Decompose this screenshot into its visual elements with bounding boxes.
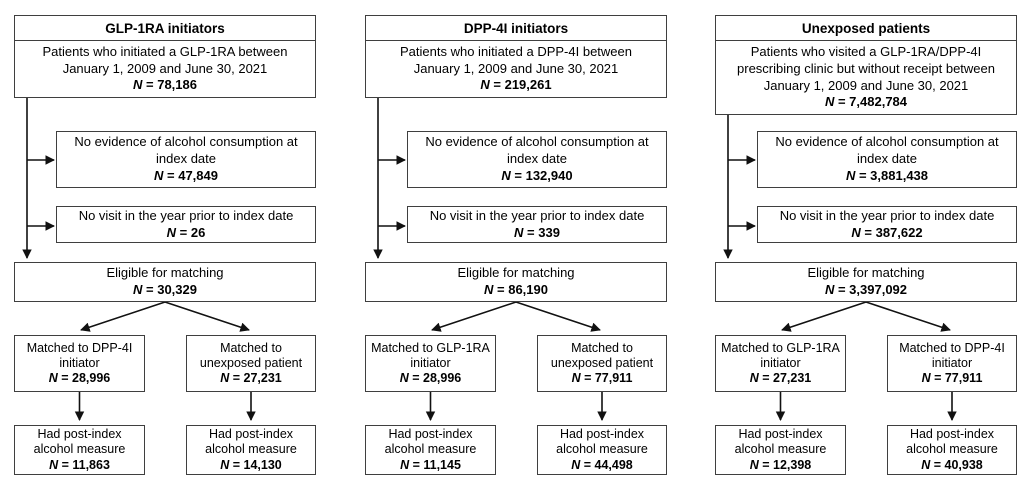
cohort-n: N = 78,186 xyxy=(133,77,197,93)
eligible-box: Eligible for matching N = 3,397,092 xyxy=(715,262,1017,302)
split-right-arrow xyxy=(164,301,250,332)
exclusion-n: N = 3,881,438 xyxy=(845,167,929,183)
matched-text: Matched to DPP-4I initiator xyxy=(899,340,1005,370)
post-index-n: N = 40,938 xyxy=(921,457,983,472)
matched-text: Matched to GLP-1RA initiator xyxy=(721,340,840,370)
flow-column-dpp4i: DPP-4I initiators Patients who initiated… xyxy=(365,0,667,484)
exclusion-n: N = 132,940 xyxy=(501,167,573,183)
exclusion-text: No visit in the year prior to index date xyxy=(429,207,645,223)
matched-text: Matched to GLP-1RA initiator xyxy=(371,340,490,370)
post-index-box-right: Had post-index alcohol measure N = 40,93… xyxy=(887,425,1017,475)
post-index-box-left: Had post-index alcohol measure N = 11,86… xyxy=(14,425,145,475)
post-index-n: N = 11,145 xyxy=(400,457,461,472)
post-index-text: Had post-index alcohol measure xyxy=(33,427,126,457)
exclusion-text: No evidence of alcohol consumption at in… xyxy=(775,134,999,167)
eligible-text: Eligible for matching xyxy=(807,265,925,281)
post-index-n: N = 11,863 xyxy=(49,457,110,472)
post-index-box-left: Had post-index alcohol measure N = 12,39… xyxy=(715,425,846,475)
cohort-top-box: Unexposed patients Patients who visited … xyxy=(715,15,1017,115)
matched-text: Matched to unexposed patient xyxy=(199,340,303,370)
flow-column-glp1ra: GLP-1RA initiators Patients who initiate… xyxy=(14,0,316,484)
post-index-text: Had post-index alcohol measure xyxy=(384,427,477,457)
flow-column-unexposed: Unexposed patients Patients who visited … xyxy=(715,0,1017,484)
matched-box-right: Matched to DPP-4I initiator N = 77,911 xyxy=(887,335,1017,392)
split-right-arrow xyxy=(515,301,601,332)
cohort-description: Patients who visited a GLP-1RA/DPP-4I pr… xyxy=(737,43,995,93)
exclusion-box-alcohol: No evidence of alcohol consumption at in… xyxy=(56,131,316,188)
exclusion-box-no-visit: No visit in the year prior to index date… xyxy=(407,206,667,243)
cohort-title: DPP-4I initiators xyxy=(366,16,666,41)
post-index-box-right: Had post-index alcohol measure N = 44,49… xyxy=(537,425,667,475)
exclusion-n: N = 387,622 xyxy=(851,224,923,240)
matched-box-left: Matched to GLP-1RA initiator N = 27,231 xyxy=(715,335,846,392)
cohort-description: Patients who initiated a DPP-4I between … xyxy=(400,43,632,76)
exclusion-box-alcohol: No evidence of alcohol consumption at in… xyxy=(407,131,667,188)
matched-text: Matched to DPP-4I initiator xyxy=(26,340,133,370)
cohort-description: Patients who initiated a GLP-1RA between… xyxy=(42,43,288,76)
matched-box-left: Matched to GLP-1RA initiator N = 28,996 xyxy=(365,335,496,392)
matched-n: N = 77,911 xyxy=(571,371,633,386)
cohort-title: GLP-1RA initiators xyxy=(15,16,315,41)
eligible-text: Eligible for matching xyxy=(106,265,224,281)
cohort-top-box: DPP-4I initiators Patients who initiated… xyxy=(365,15,667,98)
exclusion-text: No evidence of alcohol consumption at in… xyxy=(74,134,298,167)
exclusion-text: No visit in the year prior to index date xyxy=(779,207,995,223)
split-right-arrow xyxy=(865,301,951,332)
post-index-text: Had post-index alcohol measure xyxy=(556,427,648,457)
matched-n: N = 27,231 xyxy=(220,371,282,386)
matched-text: Matched to unexposed patient xyxy=(550,340,654,370)
post-index-box-right: Had post-index alcohol measure N = 14,13… xyxy=(186,425,316,475)
cohort-n: N = 7,482,784 xyxy=(824,94,908,110)
matched-box-left: Matched to DPP-4I initiator N = 28,996 xyxy=(14,335,145,392)
post-index-n: N = 44,498 xyxy=(571,457,633,472)
post-index-text: Had post-index alcohol measure xyxy=(734,427,827,457)
exclusion-n: N = 47,849 xyxy=(154,167,218,183)
eligible-n: N = 3,397,092 xyxy=(824,282,908,297)
matched-n: N = 28,996 xyxy=(399,371,462,386)
exclusion-n: N = 26 xyxy=(166,224,206,240)
cohort-top-box: GLP-1RA initiators Patients who initiate… xyxy=(14,15,316,98)
split-left-arrow xyxy=(431,301,517,332)
eligible-n: N = 86,190 xyxy=(484,282,548,297)
exclusion-box-no-visit: No visit in the year prior to index date… xyxy=(757,206,1017,243)
post-index-text: Had post-index alcohol measure xyxy=(906,427,998,457)
exclusion-n: N = 339 xyxy=(514,224,560,240)
matched-n: N = 27,231 xyxy=(749,371,812,386)
eligible-text: Eligible for matching xyxy=(457,265,575,281)
exclusion-text: No evidence of alcohol consumption at in… xyxy=(425,134,649,167)
exclusion-text: No visit in the year prior to index date xyxy=(78,207,294,223)
post-index-box-left: Had post-index alcohol measure N = 11,14… xyxy=(365,425,496,475)
eligible-box: Eligible for matching N = 86,190 xyxy=(365,262,667,302)
matched-n: N = 28,996 xyxy=(48,371,111,386)
exclusion-box-alcohol: No evidence of alcohol consumption at in… xyxy=(757,131,1017,188)
cohort-n: N = 219,261 xyxy=(480,77,552,93)
eligible-box: Eligible for matching N = 30,329 xyxy=(14,262,316,302)
post-index-n: N = 12,398 xyxy=(749,457,812,472)
post-index-text: Had post-index alcohol measure xyxy=(205,427,297,457)
matched-n: N = 77,911 xyxy=(921,371,983,386)
matched-box-right: Matched to unexposed patient N = 77,911 xyxy=(537,335,667,392)
eligible-n: N = 30,329 xyxy=(133,282,197,297)
post-index-n: N = 14,130 xyxy=(220,457,282,472)
split-left-arrow xyxy=(80,301,166,332)
matched-box-right: Matched to unexposed patient N = 27,231 xyxy=(186,335,316,392)
exclusion-box-no-visit: No visit in the year prior to index date… xyxy=(56,206,316,243)
cohort-title: Unexposed patients xyxy=(716,16,1016,41)
split-left-arrow xyxy=(781,301,867,332)
